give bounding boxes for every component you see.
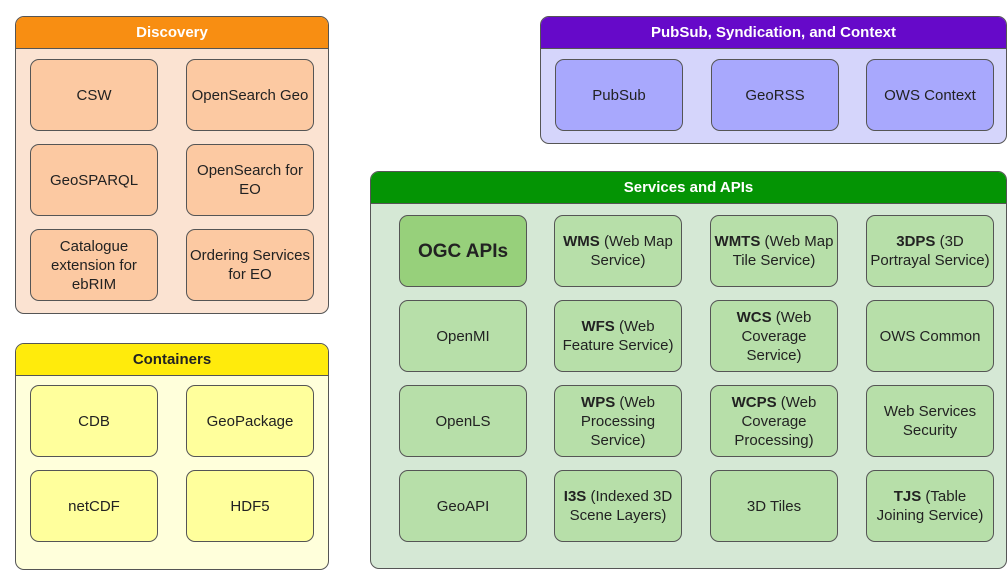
containers-item: netCDF bbox=[30, 470, 158, 542]
containers-item: GeoPackage bbox=[186, 385, 314, 457]
services-group: Services and APIs OGC APIs WMS (Web Map … bbox=[370, 171, 1007, 569]
pubsub-group: PubSub, Syndication, and Context PubSub … bbox=[540, 16, 1007, 144]
services-item: WFS (Web Feature Service) bbox=[554, 300, 682, 372]
discovery-item: GeoSPARQL bbox=[30, 144, 158, 216]
containers-item: HDF5 bbox=[186, 470, 314, 542]
discovery-item: Ordering Services for EO bbox=[186, 229, 314, 301]
services-item: OpenLS bbox=[399, 385, 527, 457]
discovery-item: OpenSearch for EO bbox=[186, 144, 314, 216]
services-item: Web Services Security bbox=[866, 385, 994, 457]
services-title: Services and APIs bbox=[371, 172, 1006, 204]
services-item: WMS (Web Map Service) bbox=[554, 215, 682, 287]
services-item: OWS Common bbox=[866, 300, 994, 372]
discovery-item: OpenSearch Geo bbox=[186, 59, 314, 131]
pubsub-item: GeoRSS bbox=[711, 59, 839, 131]
discovery-item: CSW bbox=[30, 59, 158, 131]
services-item: OpenMI bbox=[399, 300, 527, 372]
pubsub-title: PubSub, Syndication, and Context bbox=[541, 17, 1006, 49]
discovery-title: Discovery bbox=[16, 17, 328, 49]
containers-title: Containers bbox=[16, 344, 328, 376]
discovery-group: Discovery CSW OpenSearch Geo GeoSPARQL O… bbox=[15, 16, 329, 314]
services-item: OGC APIs bbox=[399, 215, 527, 287]
services-item: WCPS (Web Coverage Processing) bbox=[710, 385, 838, 457]
services-item: TJS (Table Joining Service) bbox=[866, 470, 994, 542]
services-item: GeoAPI bbox=[399, 470, 527, 542]
services-item: WMTS (Web Map Tile Service) bbox=[710, 215, 838, 287]
services-item: 3D Tiles bbox=[710, 470, 838, 542]
discovery-item: Catalogue extension for ebRIM bbox=[30, 229, 158, 301]
containers-item: CDB bbox=[30, 385, 158, 457]
pubsub-item: OWS Context bbox=[866, 59, 994, 131]
services-item: I3S (Indexed 3D Scene Layers) bbox=[554, 470, 682, 542]
services-item: WPS (Web Processing Service) bbox=[554, 385, 682, 457]
services-item: 3DPS (3D Portrayal Service) bbox=[866, 215, 994, 287]
services-item: WCS (Web Coverage Service) bbox=[710, 300, 838, 372]
pubsub-item: PubSub bbox=[555, 59, 683, 131]
containers-group: Containers CDB GeoPackage netCDF HDF5 bbox=[15, 343, 329, 570]
